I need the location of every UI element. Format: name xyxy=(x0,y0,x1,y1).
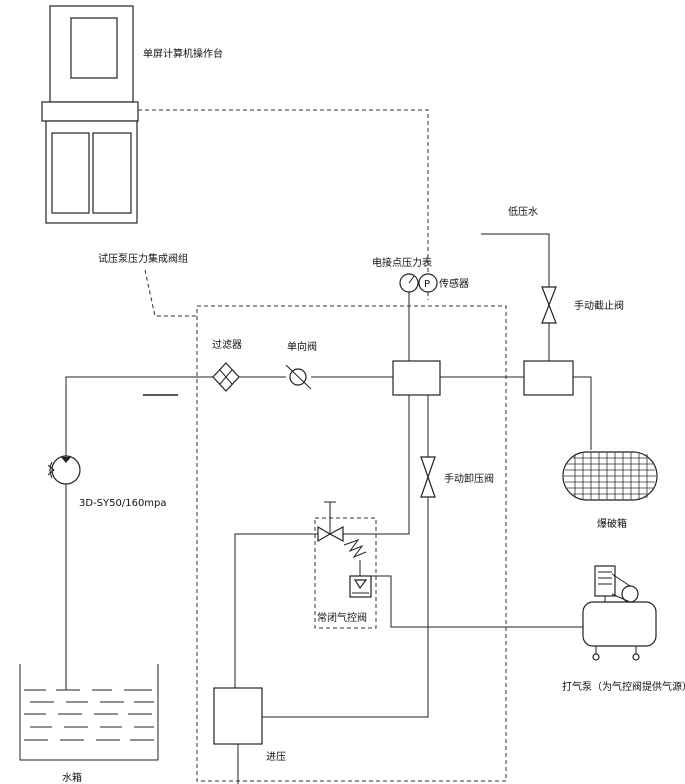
sensor-symbol xyxy=(418,273,438,293)
water-tank-label: 水箱 xyxy=(62,771,82,784)
water-tank-symbol xyxy=(19,664,159,761)
pump-label: 3D-SY50/160mpa xyxy=(79,498,167,509)
gauge-label: 电接点压力表 xyxy=(372,256,432,269)
test-pump-symbol xyxy=(47,455,81,690)
computer-workstation xyxy=(41,5,139,224)
relief-pipe-2 xyxy=(262,497,429,718)
manual-stop-valve-label: 手动截止阀 xyxy=(574,299,624,312)
pneumatic-pipe xyxy=(343,395,410,535)
manifold-leader-line xyxy=(144,269,196,317)
pressure-in-label: 进压 xyxy=(266,751,286,763)
check-valve-symbol xyxy=(285,364,312,390)
water-inlet-block xyxy=(523,360,574,396)
filter-label: 过滤器 xyxy=(212,338,242,351)
workstation-label: 单屏计算机操作台 xyxy=(143,47,223,60)
air-compressor-symbol xyxy=(582,565,657,661)
pneumatic-valve-symbol xyxy=(317,501,372,598)
burst-tank-symbol xyxy=(562,451,658,501)
low-water-pipe xyxy=(481,233,550,287)
sensor-symbol-letter: P xyxy=(424,279,430,290)
manual-relief-valve-symbol xyxy=(420,456,436,498)
manifold-boundary xyxy=(196,305,507,782)
signal-line xyxy=(138,109,429,272)
main-pipe xyxy=(65,376,213,462)
manual-stop-valve-symbol xyxy=(541,286,557,324)
central-manifold-block xyxy=(392,360,441,396)
pneumatic-pipe-2 xyxy=(234,533,318,688)
sensor-label: 传感器 xyxy=(439,277,469,290)
manual-relief-valve-label: 手动卸压阀 xyxy=(444,472,494,485)
low-water-label: 低压水 xyxy=(508,205,538,218)
check-valve-label: 单向阀 xyxy=(287,340,317,353)
pneumatic-valve-enclosure xyxy=(314,517,377,629)
pneumatic-valve-label: 常闭气控阀 xyxy=(317,611,367,624)
main-pipe-5 xyxy=(573,376,592,450)
filter-symbol xyxy=(212,362,240,392)
pressure-in-block xyxy=(213,687,263,745)
air-pump-label: 打气泵（为气控阀提供气源） xyxy=(562,680,685,693)
manifold-label: 试压泵压力集成阀组 xyxy=(98,252,188,265)
air-supply-line xyxy=(371,575,583,628)
burst-tank-label: 爆破箱 xyxy=(597,517,627,530)
